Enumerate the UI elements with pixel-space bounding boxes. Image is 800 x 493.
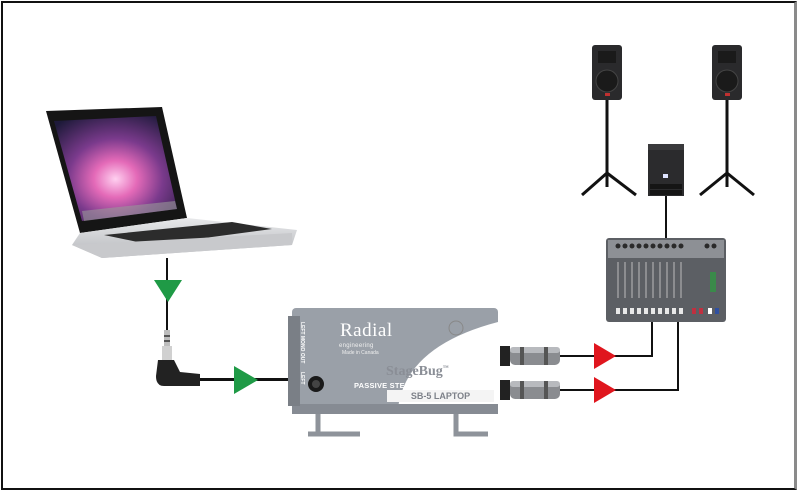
output-l-wire bbox=[560, 389, 679, 391]
speaker-right bbox=[699, 45, 755, 197]
speaker-left bbox=[581, 45, 637, 197]
xlr-connector-r bbox=[500, 346, 560, 366]
input-label: LEFT bbox=[299, 372, 305, 385]
right-arrow-icon bbox=[234, 366, 258, 394]
brand-sub: engineering bbox=[339, 343, 374, 349]
down-arrow-icon bbox=[154, 280, 182, 302]
product-description: PASSIVE STEREO DIRECT BOX bbox=[354, 381, 473, 390]
brand-logo: Radial bbox=[340, 320, 393, 341]
left-mono-out-label: LEFT MONO OUT bbox=[299, 322, 305, 364]
model-name: SB-5 LAPTOP bbox=[387, 390, 494, 402]
mixer-image bbox=[606, 238, 726, 322]
right-arrow-icon bbox=[594, 343, 616, 369]
output-r-wire-vertical bbox=[651, 322, 653, 357]
pad-label: PAD bbox=[497, 320, 503, 331]
sub-to-mixer-wire bbox=[665, 195, 667, 240]
output-l-wire-vertical bbox=[677, 322, 679, 391]
right-arrow-icon bbox=[594, 377, 616, 403]
mini-jack-plug-icon bbox=[156, 330, 200, 386]
product-name: StageBug™ bbox=[386, 364, 449, 379]
xlr-connector-l bbox=[500, 380, 560, 400]
laptop-image bbox=[46, 107, 297, 258]
made-in-label: Made in Canada bbox=[342, 350, 379, 356]
subwoofer bbox=[648, 144, 684, 196]
stagebug-di-box bbox=[288, 308, 498, 437]
